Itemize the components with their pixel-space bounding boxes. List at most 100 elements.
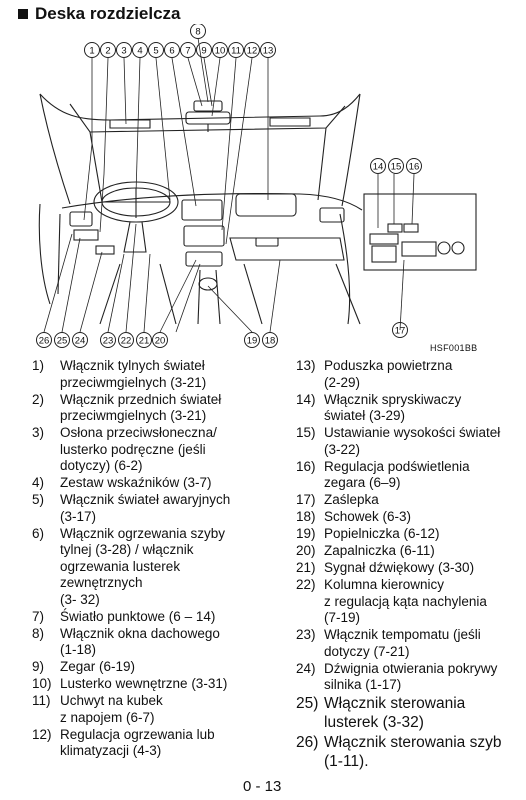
legend-item-text: Włącznik tempomatu (jeśli dotyczy (7-21) [324,627,481,659]
callout-circle [228,42,244,58]
legend-item: 26)Włącznik sterowania szyb (1-11). [296,733,521,771]
callout-circle [262,332,278,348]
legend-item-number: 15) [296,425,316,440]
callout-circle [152,332,168,348]
callout-label: 6 [169,45,174,56]
legend-item-number: 6) [32,525,45,541]
legend-item-number: 13) [296,358,316,373]
callout-circle [260,42,276,58]
legend-item-text: Kolumna kierownicy z regulacją kąta nach… [324,577,487,625]
callout-label: 24 [75,335,86,346]
callout-circle [116,42,132,58]
legend-item-number: 21) [296,560,316,575]
callout-label: 17 [395,325,406,336]
callout-circle [118,332,134,348]
callout-circle [212,42,228,58]
callout-circle [388,158,404,174]
callout-circle [84,42,100,58]
callout-label: 4 [137,45,142,56]
legend-item-text: Włącznik tylnych świateł przeciwmgielnyc… [60,358,207,390]
callout-label: 18 [265,335,276,346]
legend-item-text: Włącznik spryskiwaczy świateł (3-29) [324,391,462,424]
legend-item: 13) Poduszka powietrzna (2-29) [296,358,521,391]
legend-item: 11) Uchwyt na kubek z napojem (6-7) [32,693,282,726]
callout-label: 14 [373,161,384,172]
legend-item: 23)Włącznik tempomatu (jeśli dotyczy (7-… [296,627,521,660]
callout-label: 3 [121,45,126,56]
legend-item: 25)Włącznik sterowania lusterek (3-32) [296,694,521,732]
page-title: Deska rozdzielcza [18,4,181,24]
legend-item: 22) Kolumna kierownicy z regulacją kąta n… [296,577,521,627]
legend-item-number: 17) [296,492,316,507]
callout-label: 8 [195,26,200,37]
legend-item-number: 19) [296,526,316,541]
callout-circle [244,42,260,58]
legend-item: 2)Włącznik przednich świateł przeciwmgie… [32,392,282,425]
legend-item-text: Zegar (6-19) [60,659,136,674]
legend-item-text: Światło punktowe (6 – 14) [60,608,216,624]
callout-label: 25 [57,335,68,346]
callout-label: 20 [155,335,166,346]
legend-item-number: 24) [296,660,316,676]
callout-label: 12 [247,45,258,56]
legend-item-number: 3) [32,425,45,440]
legend-item: 8) Włącznik okna dachowego (1-18) [32,626,282,659]
bullet-square-icon [18,9,28,19]
legend-item-text: Włącznik ogrzewania szyby tylnej (3-28) … [60,525,226,607]
legend-item: 6) Włącznik ogrzewania szyby tylnej (3-28… [32,526,282,609]
legend-item: 4) Zestaw wskaźników (3-7) [32,475,282,492]
callout-circle [164,42,180,58]
callout-circle [370,158,386,174]
legend-item-text: Regulacja ogrzewania lub klimatyzacji (4… [60,726,215,759]
legend-item-number: 22) [296,577,316,592]
legend-item-number: 8) [32,625,45,641]
legend-item-number: 11) [32,693,51,708]
legend-item-text: Lusterko wewnętrzne (3-31) [60,676,228,691]
legend-item-text: Włącznik okna dachowego (1-18) [60,625,220,658]
legend-item-number: 18) [296,509,316,524]
callout-label: 15 [391,161,402,172]
legend-item-number: 2) [32,391,45,407]
legend-item-text: Uchwyt na kubek z napojem (6-7) [60,693,163,725]
callout-label: 26 [39,335,50,346]
legend-item: 21)Sygnał dźwiękowy (3-30) [296,560,521,577]
callout-circle [100,332,116,348]
callout-circle [72,332,88,348]
legend-item-text: Dźwignia otwierania pokrywy silnika (1-1… [324,660,498,693]
legend-item: 24) Dźwignia otwierania pokrywy silnika (… [296,661,521,694]
image-code: HSF001BB [430,343,478,353]
legend-item: 1)Włącznik tylnych świateł przeciwmgieln… [32,358,282,391]
callout-label: 13 [263,45,274,56]
legend-item-number: 4) [32,475,45,490]
legend-item: 14)Włącznik spryskiwaczy świateł (3-29) [296,392,521,425]
legend-item: 15) Ustawianie wysokości świateł (3-22) [296,425,521,458]
legend-item-text: Włącznik świateł awaryjnych (3-17) [60,492,231,524]
legend-item-text: Ustawianie wysokości świateł (3-22) [324,425,501,457]
legend-item-text: Zapalniczka (6-11) [324,543,435,558]
callout-circle [136,332,152,348]
callout-label: 1 [89,45,94,56]
legend-item-text: Włącznik sterowania lusterek (3-32) [324,695,466,731]
legend-item: 3) Osłona przeciwsłoneczna/ lusterko podr… [32,425,282,475]
callout-circle [148,42,164,58]
callout-label: 2 [105,45,110,56]
legend-item-text: Zaślepka [324,492,379,507]
legend-item-text: Włącznik sterowania szyb (1-11). [324,733,502,770]
callout-label: 23 [103,335,114,346]
callout-label: 7 [185,45,190,56]
callout-circle [406,158,422,174]
callout-label: 22 [121,335,132,346]
legend-item-number: 16) [296,458,316,474]
legend-item-text: Poduszka powietrzna (2-29) [324,358,453,390]
legend-item: 7) Światło punktowe (6 – 14) [32,609,282,626]
page-number: 0 - 13 [243,778,282,795]
legend-item-text: Osłona przeciwsłoneczna/ lusterko podręc… [60,425,217,473]
legend-list-right: 13) Poduszka powietrzna (2-29)14)Włącznik… [296,358,521,771]
legend-item-number: 7) [32,608,45,624]
legend-item: 12)Regulacja ogrzewania lub klimatyzacji… [32,727,282,760]
callout-circle [100,42,116,58]
legend-item-text: Zestaw wskaźników (3-7) [60,475,212,490]
callout-circle [132,42,148,58]
legend-item: 17) Zaślepka [296,492,521,509]
legend-item: 16)Regulacja podświetlenia zegara (6–9) [296,459,521,492]
